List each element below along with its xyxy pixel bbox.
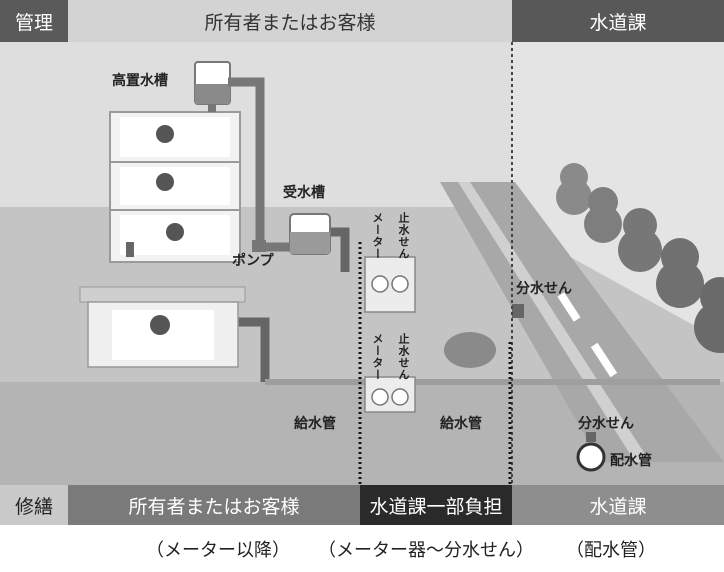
receiving-tank-label: 受水槽: [283, 185, 325, 201]
city-responsibility-label: 水道課: [512, 0, 724, 42]
branch-valve-icon: [586, 432, 596, 442]
person-icon: [150, 315, 170, 335]
meter-icon: [371, 388, 389, 406]
owner-note: （メーター以降）: [146, 540, 290, 561]
person-icon: [166, 223, 184, 241]
road-lane-mark: [557, 292, 581, 322]
city-repair-label: 水道課: [512, 485, 724, 525]
apartment-room: [120, 167, 230, 205]
tree-icon: [618, 208, 662, 272]
branch-valve-icon: [512, 304, 524, 318]
supply-pipe-label-1: 給水管: [294, 416, 336, 432]
tree-icon: [584, 187, 622, 243]
distribution-pipe-icon: [576, 442, 606, 472]
owner-repair-label: 所有者またはお客様: [68, 485, 360, 525]
tree-icon: [694, 277, 724, 353]
stop-valve-label-1: 止水せん: [397, 212, 410, 260]
stop-valve-icon: [391, 275, 409, 293]
pump-icon: [252, 240, 266, 252]
repair-label: 修繕: [0, 485, 68, 525]
supply-pipe-label-2: 給水管: [440, 416, 482, 432]
stop-valve-icon: [391, 388, 409, 406]
branch-valve-label-1: 分水せん: [516, 281, 572, 297]
management-label: 管理: [0, 0, 68, 42]
owner-responsibility-label: 所有者またはお客様: [68, 0, 512, 42]
repair-footer-bar: 修繕 所有者またはお客様 水道課一部負担 水道課: [0, 485, 724, 525]
stop-valve-label-2: 止水せん: [397, 333, 410, 381]
pump-label: ポンプ: [232, 253, 274, 269]
meter-icon: [371, 275, 389, 293]
high-tank-label: 高置水槽: [112, 73, 168, 89]
meter-label-1: メーター: [371, 212, 384, 260]
person-icon: [156, 125, 174, 143]
person-icon: [156, 173, 174, 191]
management-header-bar: 管理 所有者またはお客様 水道課: [0, 0, 724, 42]
city-note: （配水管）: [566, 540, 656, 561]
notes-row: （メーター以降） （メーター器～分水せん） （配水管）: [0, 530, 724, 572]
pipe-to-tank: [228, 77, 290, 252]
apartment-room: [120, 117, 230, 157]
shared-note: （メーター器～分水せん）: [318, 540, 534, 561]
distribution-pipe-label: 配水管: [610, 453, 652, 469]
road-lane-mark: [590, 342, 618, 378]
house-roof: [79, 286, 246, 303]
water-supply-illustration: [0, 42, 724, 485]
bush-icon: [444, 332, 496, 368]
tree-icon: [656, 238, 704, 308]
meter-label-2: メーター: [371, 333, 384, 381]
branch-valve-label-2: 分水せん: [578, 416, 634, 432]
shared-repair-label: 水道課一部負担: [360, 485, 512, 525]
road-edge-line: [458, 182, 650, 462]
tree-icon: [556, 163, 592, 215]
